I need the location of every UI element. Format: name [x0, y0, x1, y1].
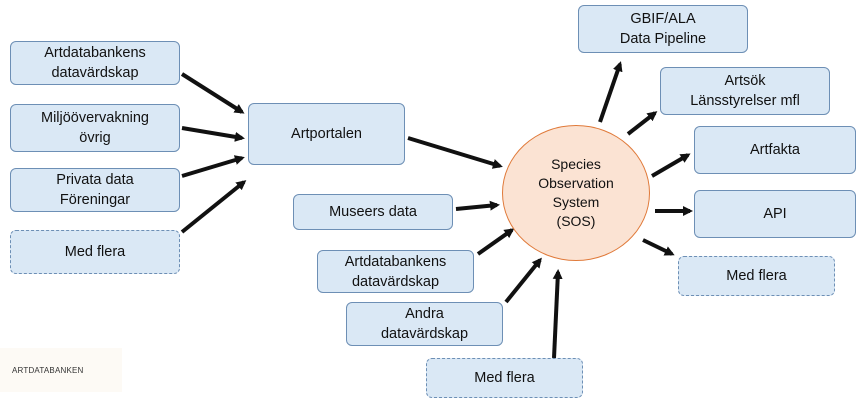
sos-label: Species Observation System (SOS) — [538, 156, 614, 229]
arrow-sos-to-artsok — [626, 111, 658, 136]
arrow-sos-to-artfakta — [650, 153, 691, 178]
source-box-museers-data: Museers data — [293, 194, 453, 230]
output-box-api: API — [694, 190, 856, 238]
arrow-medflera-to-artportalen — [180, 180, 247, 234]
source-label: Museers data — [329, 204, 417, 220]
source-box-artdatabankens-datavardskap-2: Artdatabankens datavärdskap — [317, 250, 474, 293]
source-box-med-flera-left: Med flera — [10, 230, 180, 274]
source-box-andra-datavardskap: Andra datavärdskap — [346, 302, 503, 346]
output-box-artsok: Artsök Länsstyrelser mfl — [660, 67, 830, 115]
output-box-gbif-ala: GBIF/ALA Data Pipeline — [578, 5, 748, 53]
source-label: Artdatabankens datavärdskap — [344, 253, 447, 290]
brand-label: ARTDATABANKEN — [12, 365, 84, 375]
source-label: Andra datavärdskap — [380, 306, 469, 342]
source-label: Miljöövervakning övrig — [41, 110, 149, 146]
source-label: Med flera — [64, 244, 126, 260]
output-label: API — [763, 206, 787, 222]
artportalen-box: Artportalen — [248, 103, 405, 165]
arrow-miljo-to-artportalen — [181, 126, 245, 142]
sos-circle: Species Observation System (SOS) — [502, 125, 650, 261]
arrow-artportalen-to-sos — [407, 136, 503, 169]
artdatabanken-logo: ARTDATABANKEN — [0, 348, 122, 392]
arrow-andra-to-sos — [504, 257, 542, 304]
output-box-artfakta: Artfakta — [694, 126, 856, 174]
arrow-artdatabanken-to-artportalen — [180, 72, 245, 114]
source-box-med-flera-bottom: Med flera — [426, 358, 583, 398]
source-box-miljoovervakning: Miljöövervakning övrig — [10, 104, 180, 152]
arrow-sos-to-gbif — [598, 61, 623, 123]
output-label: Med flera — [726, 268, 787, 284]
arrow-medflera-bottom-to-sos — [552, 269, 563, 359]
output-label: Artsök Länsstyrelser mfl — [690, 73, 800, 109]
arrow-sos-to-medflera-out — [642, 238, 675, 256]
source-box-artdatabankens-datavardskap: Artdatabankens datavärdskap — [10, 41, 180, 85]
source-label: Artdatabankens datavärdskap — [44, 45, 146, 81]
arrow-museer-to-sos — [455, 200, 500, 211]
source-box-privata-data: Privata data Föreningar — [10, 168, 180, 212]
artportalen-label: Artportalen — [291, 126, 362, 142]
arrow-privata-to-artportalen — [181, 155, 245, 178]
output-label: Artfakta — [750, 142, 800, 158]
source-label: Privata data Föreningar — [56, 172, 134, 208]
output-label: GBIF/ALA Data Pipeline — [619, 11, 707, 47]
output-box-med-flera: Med flera — [678, 256, 835, 296]
source-label: Med flera — [474, 370, 535, 386]
arrow-artdatabanken2-to-sos — [476, 228, 515, 256]
